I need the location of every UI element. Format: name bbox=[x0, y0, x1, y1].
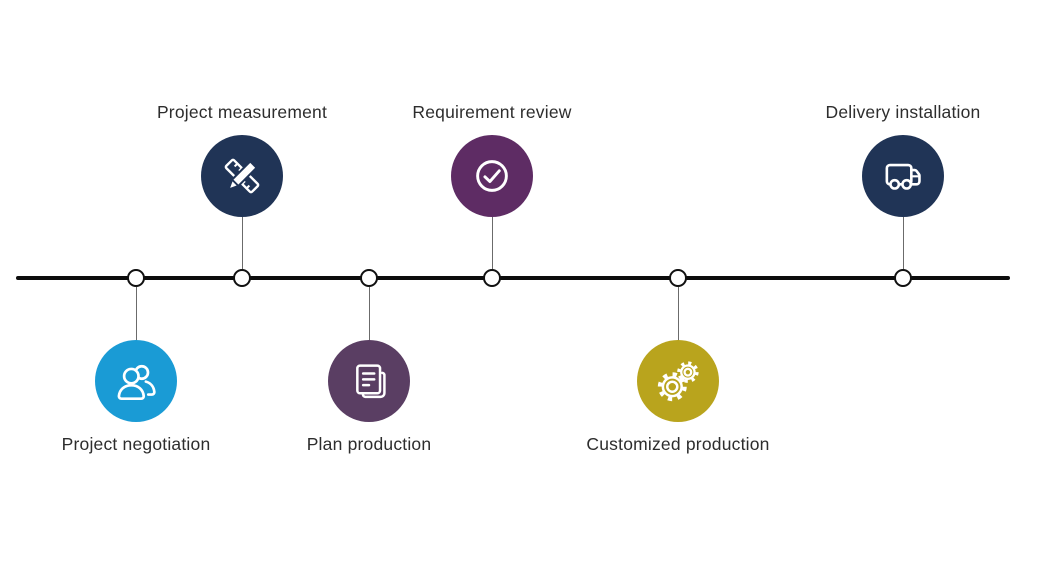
step-icon-circle bbox=[328, 340, 410, 422]
step-label: Customized production bbox=[586, 434, 770, 454]
ruler-pencil-icon bbox=[224, 158, 260, 194]
timeline-line bbox=[16, 276, 1010, 280]
connector-stem bbox=[241, 216, 243, 269]
step-label: Project negotiation bbox=[61, 434, 211, 454]
check-circle-icon bbox=[476, 160, 508, 192]
step-label: Project measurement bbox=[156, 102, 328, 122]
step-icon-circle bbox=[451, 135, 533, 217]
step-label: Plan production bbox=[306, 434, 432, 454]
connector-stem bbox=[135, 287, 137, 341]
connector-stem bbox=[368, 287, 370, 341]
timeline-node bbox=[894, 269, 912, 287]
connector-stem bbox=[491, 216, 493, 269]
gears-icon bbox=[657, 361, 699, 402]
truck-icon bbox=[885, 163, 921, 190]
timeline-node bbox=[360, 269, 378, 287]
step-icon-circle bbox=[862, 135, 944, 217]
connector-stem bbox=[902, 216, 904, 269]
step-icon-circle bbox=[201, 135, 283, 217]
document-icon bbox=[356, 364, 386, 399]
step-icon-circle bbox=[637, 340, 719, 422]
people-icon bbox=[117, 364, 156, 401]
connector-stem bbox=[677, 287, 679, 341]
timeline-node bbox=[233, 269, 251, 287]
step-label: Delivery installation bbox=[825, 102, 981, 122]
step-label: Requirement review bbox=[412, 102, 572, 122]
timeline-node bbox=[127, 269, 145, 287]
timeline-node bbox=[669, 269, 687, 287]
step-icon-circle bbox=[95, 340, 177, 422]
timeline-node bbox=[483, 269, 501, 287]
